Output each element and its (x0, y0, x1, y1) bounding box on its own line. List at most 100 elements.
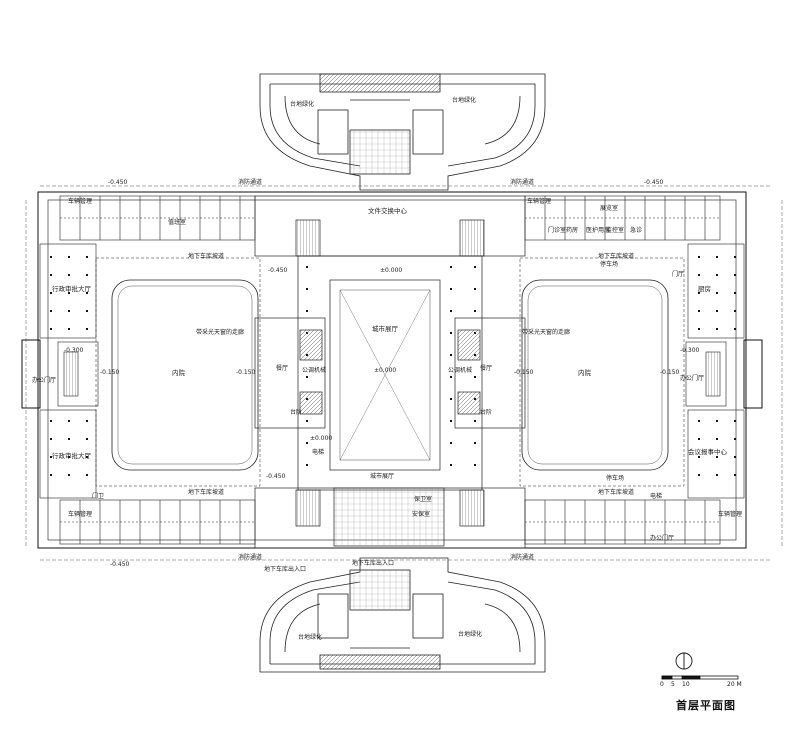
label-office-lobby-right-top: 门厅 (672, 271, 685, 278)
column-mark (306, 464, 308, 466)
label-elev-2: 电梯 (312, 449, 325, 456)
level-mark: -0.450 (108, 179, 128, 186)
label-vehicle-mgmt-bl: 车辆管理 (68, 511, 93, 518)
label-security-room: 安保室 (412, 511, 431, 518)
column-mark (50, 256, 52, 258)
bottom-pavilion (259, 557, 546, 673)
column-mark (450, 464, 452, 466)
column-mark (68, 310, 70, 312)
label-office-lobby-right-bottom: 办公门厅 (650, 535, 675, 542)
column-mark (734, 420, 736, 422)
scale-tick-0: 0 (660, 681, 664, 688)
column-mark (86, 274, 88, 276)
column-mark (734, 438, 736, 440)
column-mark (68, 328, 70, 330)
level-mark: -0.150 (660, 369, 680, 376)
column-mark (68, 438, 70, 440)
label-garage-entry-bottom: 地下车库出入口 (264, 566, 307, 573)
label-archive-left: 公调机械 (302, 367, 327, 374)
level-mark: -0.450 (266, 473, 286, 480)
column-mark (450, 398, 452, 400)
column-mark (716, 274, 718, 276)
label-green-top-left: 台地绿化 (290, 101, 315, 108)
label-exhibition-room: 展览室 (600, 205, 619, 212)
column-mark (450, 332, 452, 334)
column-mark (716, 438, 718, 440)
label-restaurant-left: 餐厅 (276, 365, 289, 372)
label-garage-ramp-bottom-left: 地下车库坡道 (188, 489, 225, 496)
column-mark (698, 310, 700, 312)
column-mark (450, 376, 452, 378)
courtyards (95, 257, 685, 487)
column-mark (716, 328, 718, 330)
column-mark (698, 328, 700, 330)
label-courtyard-left: 内院 (172, 369, 185, 377)
label-admin-hall-upper: 行政审批大厅 (52, 285, 91, 293)
column-mark (68, 474, 70, 476)
level-mark: -0.150 (236, 369, 256, 376)
column-mark (698, 474, 700, 476)
column-mark (734, 310, 736, 312)
column-mark (698, 420, 700, 422)
level-mark: -0.300 (680, 347, 700, 354)
label-green-bottom-left: 台地绿化 (298, 634, 323, 641)
column-mark (716, 256, 718, 258)
north-arrow-icon (675, 652, 693, 670)
column-mark (306, 442, 308, 444)
column-mark (734, 474, 736, 476)
column-mark (68, 256, 70, 258)
level-mark: -0.150 (100, 369, 120, 376)
scale-tick-10: 10 (682, 681, 690, 688)
column-mark (306, 288, 308, 290)
column-mark (50, 292, 52, 294)
column-mark (306, 266, 308, 268)
column-mark (474, 310, 476, 312)
label-vehicle-mgmt-tl: 车辆管理 (68, 198, 93, 205)
label-courtyard-right: 内院 (578, 369, 591, 377)
column-mark (716, 474, 718, 476)
label-car-park-top: 停车场 (600, 261, 619, 268)
label-garage-ramp-left: 地下车库坡道 (188, 253, 225, 260)
column-mark (716, 420, 718, 422)
column-mark (734, 256, 736, 258)
label-admin-hall-lower: 行政审批大厅 (52, 452, 91, 460)
scale-tick-20: 20 M (727, 681, 742, 688)
column-mark (50, 438, 52, 440)
column-mark (50, 420, 52, 422)
column-mark (698, 438, 700, 440)
column-mark (86, 420, 88, 422)
label-restaurant-right: 餐厅 (480, 365, 493, 372)
column-mark (450, 288, 452, 290)
label-fire-road-bottom-left: 消防通道 (238, 554, 263, 561)
label-nursing: 医护用房 (586, 227, 611, 234)
label-security: 保卫室 (414, 496, 433, 503)
site-roads (25, 185, 783, 561)
label-city-hall-main: 城市展厅 (372, 325, 398, 333)
scale-bar (661, 675, 739, 680)
label-garage-ramp-bottom-right: 地下车库坡道 (598, 489, 635, 496)
label-green-bottom-right: 台地绿化 (458, 631, 483, 638)
column-mark (450, 442, 452, 444)
label-canteen: 厨房 (698, 285, 711, 293)
label-vehicle-mgmt-br: 车辆管理 (718, 511, 743, 518)
level-mark: -0.450 (644, 179, 664, 186)
column-mark (698, 456, 700, 458)
label-elev-1: 电梯 (650, 493, 663, 500)
label-archive-right: 公调机械 (448, 367, 473, 374)
column-mark (68, 456, 70, 458)
column-mark (698, 256, 700, 258)
column-mark (474, 442, 476, 444)
label-pharmacy: 药房 (566, 227, 579, 234)
label-clinic: 门诊室 (548, 227, 567, 234)
column-mark (50, 274, 52, 276)
label-duty-room: 值班室 (168, 219, 187, 226)
label-emergency: 急诊 (630, 227, 643, 234)
label-stairs-left: 台阶 (290, 409, 303, 416)
column-mark (86, 328, 88, 330)
label-fire-road-top-right: 消防通道 (510, 179, 535, 186)
column-mark (450, 354, 452, 356)
label-fire-road-bottom-right: 消防通道 (510, 554, 535, 561)
column-grid (50, 256, 736, 476)
column-mark (734, 456, 736, 458)
